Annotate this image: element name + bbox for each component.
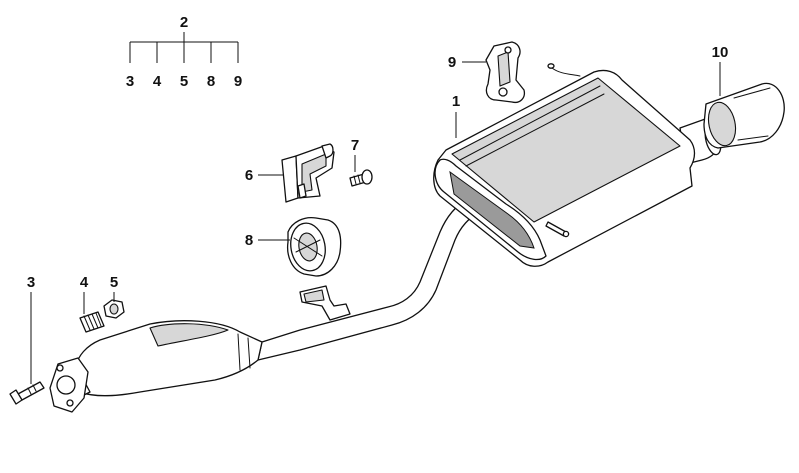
front-flange (49, 357, 89, 413)
muffler-top-face (451, 77, 681, 223)
hanger-slot (497, 51, 511, 87)
screw-head (361, 169, 373, 185)
bolt-thread (27, 384, 37, 395)
pipe-clip (299, 285, 351, 321)
nut-hole (109, 303, 119, 315)
callout-4: 4 (80, 274, 89, 291)
screw-thread (353, 174, 361, 185)
legend-item-9: 9 (234, 73, 242, 90)
muffler-end-shading (449, 170, 535, 249)
callout-7: 7 (351, 137, 359, 154)
spring (79, 311, 105, 333)
bolt-shank (17, 381, 45, 401)
middle-pipe (257, 199, 481, 361)
sensor-wire (551, 67, 581, 77)
callout-8: 8 (245, 232, 253, 249)
pipe-joint-lines (237, 333, 251, 371)
front-pipe-shading (149, 323, 229, 347)
callout-leaders (30, 61, 721, 384)
hanger-hole-top (504, 46, 512, 54)
callout-1: 1 (452, 93, 460, 110)
callout-10: 10 (712, 44, 729, 61)
rubber-hanger (485, 41, 526, 104)
legend-item-5: 5 (180, 73, 188, 90)
bracket-tab (297, 183, 307, 199)
rear-muffler (433, 63, 722, 267)
legend-group: 2 3 4 5 8 9 (126, 14, 242, 90)
rubber-mount-ribs (293, 237, 323, 257)
bracket-back-plate (281, 155, 299, 203)
tailpipe-tip (703, 82, 785, 149)
bolt (9, 381, 45, 405)
tailpipe-tip-edges (733, 87, 771, 141)
legend-bracket (129, 32, 239, 63)
rubber-mount (286, 216, 342, 277)
flange-bolt-hole-top (56, 364, 64, 372)
legend-item-3: 3 (126, 73, 134, 90)
legend-group-label: 2 (180, 14, 188, 31)
hanger-stub-end (562, 230, 570, 238)
pipe-clip-body (299, 285, 351, 321)
spring-coils (83, 312, 102, 331)
callout-5: 5 (110, 274, 118, 291)
legend-item-8: 8 (207, 73, 215, 90)
bolt-head (9, 389, 23, 405)
hanger-hole-bottom (498, 87, 508, 97)
muffler-top-edges (459, 85, 605, 167)
exhaust-pipe (70, 195, 487, 397)
callout-6: 6 (245, 167, 253, 184)
flange-bolt-hole-bottom (66, 399, 74, 407)
callout-labels: 1 9 10 6 7 8 3 4 5 (27, 44, 729, 291)
nut (103, 299, 125, 319)
flange-bore (56, 375, 76, 395)
sensor-tip (547, 63, 555, 69)
bracket-hook (321, 143, 334, 159)
callout-3: 3 (27, 274, 35, 291)
pipe-clip-face (303, 289, 325, 303)
legend-item-4: 4 (153, 73, 162, 90)
tailpipe-tip-opening (707, 101, 737, 147)
callout-9: 9 (448, 54, 456, 71)
bracket (281, 143, 335, 203)
screw (349, 169, 373, 187)
